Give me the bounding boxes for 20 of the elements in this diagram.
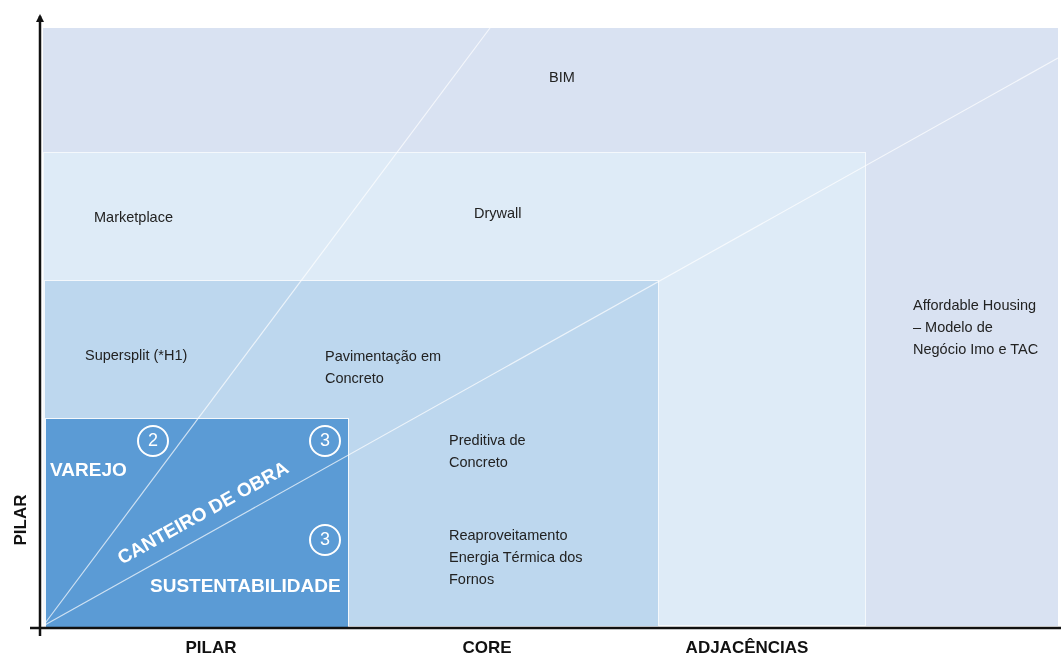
core-region [45, 418, 349, 628]
region-label: BIM [549, 68, 575, 87]
region-label: Pavimentação em Concreto [325, 347, 443, 388]
region-label: Affordable Housing – Modelo de Negócio Imo e TAC [913, 296, 1040, 359]
number-circle: 3 [309, 524, 341, 556]
axis-label: PILAR [11, 494, 31, 546]
region-label: Reaproveitamento Energia Térmica dos Fornos [449, 526, 584, 589]
middle-region [43, 152, 866, 626]
region-label: Supersplit (*H1) [85, 346, 188, 365]
region-label: Preditiva de Concreto [449, 431, 527, 472]
region-label: Marketplace [94, 208, 173, 227]
inner-region [44, 280, 659, 627]
axis-label: PILAR [185, 638, 237, 658]
region-label: SUSTENTABILIDADE [150, 575, 341, 597]
axis-label: CORE [462, 638, 512, 658]
region-label: Drywall [474, 204, 522, 223]
region-label: VAREJO [50, 459, 127, 481]
number-circle: 3 [309, 425, 341, 457]
number-circle: 2 [137, 425, 169, 457]
axis-label: ADJACÊNCIAS [685, 638, 809, 658]
